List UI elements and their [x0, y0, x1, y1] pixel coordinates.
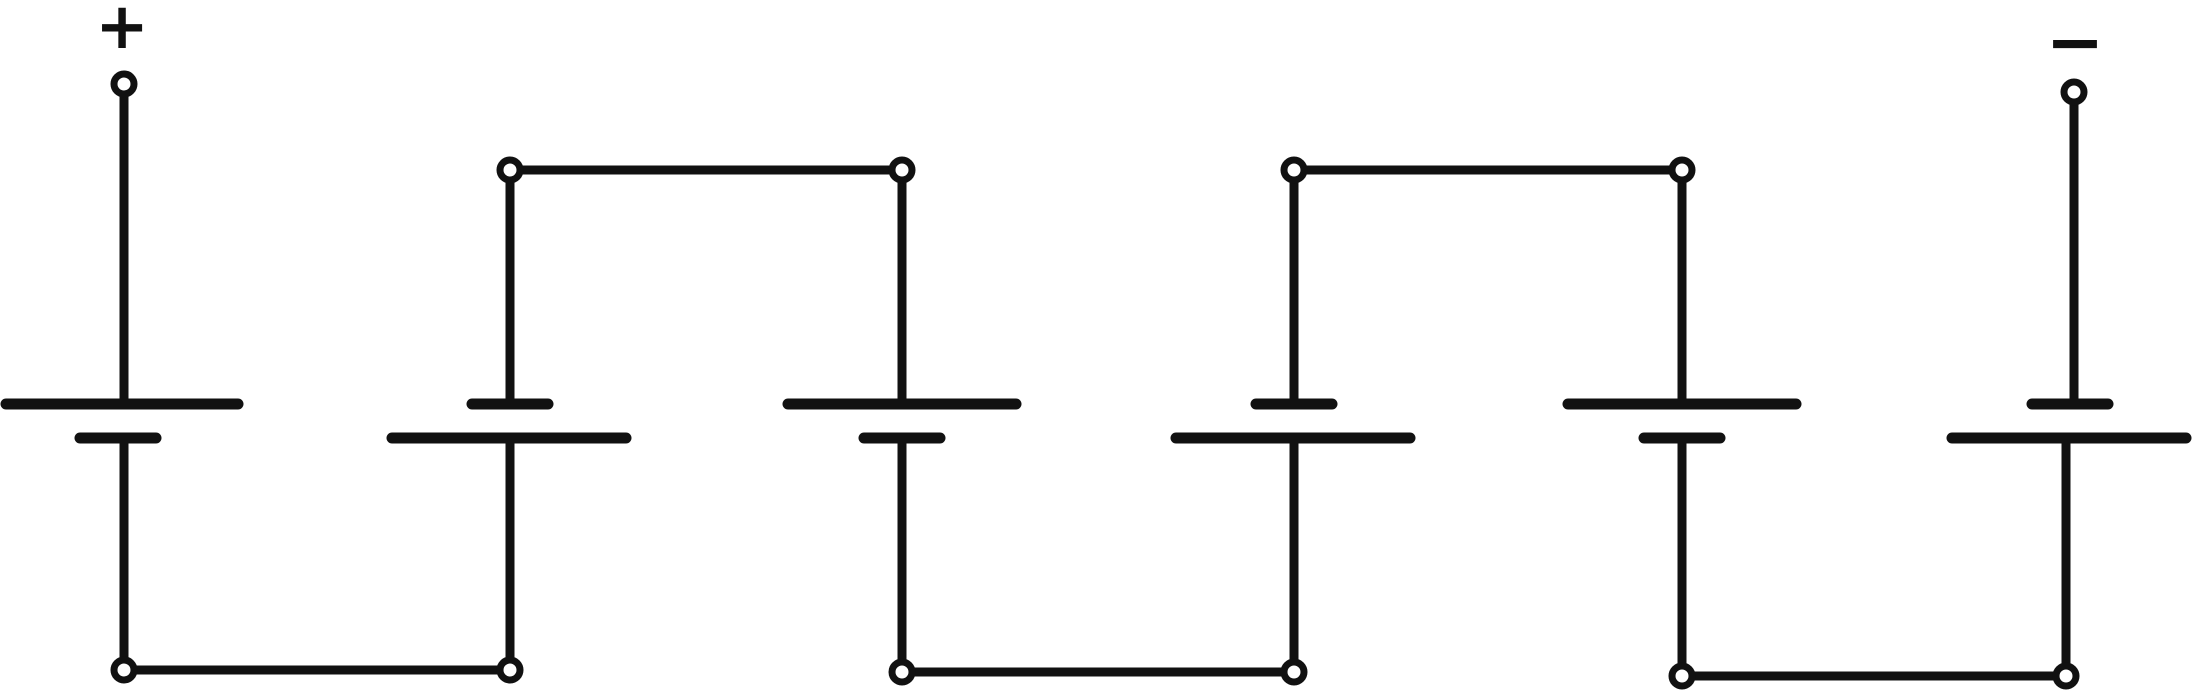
- junction-node: [496, 156, 524, 184]
- terminals: [110, 70, 2088, 106]
- junction-node: [496, 656, 524, 684]
- top-connector-1: [505, 165, 907, 409]
- junction-node: [888, 658, 916, 686]
- junction-node: [1280, 658, 1308, 686]
- positive-terminal-label: +: [95, 0, 149, 64]
- junction-node: [888, 156, 916, 184]
- junction-node: [110, 656, 138, 684]
- junction-node: [1668, 662, 1696, 690]
- top-connector-2: [1289, 165, 1687, 409]
- cells: [0, 398, 2192, 444]
- bottom-connector-2: [897, 435, 1299, 677]
- bottom-connector-1: [119, 435, 515, 675]
- battery-cell-3: [782, 398, 1022, 444]
- battery-cell-1: [0, 398, 244, 444]
- positive-terminal: [110, 70, 138, 98]
- junction-node: [1668, 156, 1696, 184]
- battery-cell-6: [1946, 398, 2192, 444]
- junction-node: [2052, 662, 2080, 690]
- junction-node: [1280, 156, 1308, 184]
- junctions: [110, 156, 2080, 690]
- battery-cell-5: [1562, 398, 1802, 444]
- wires: [119, 83, 2079, 681]
- battery-cell-2: [386, 398, 632, 444]
- negative-terminal: [2060, 78, 2088, 106]
- bottom-connector-3: [1677, 435, 2071, 681]
- battery-cell-4: [1170, 398, 1416, 444]
- negative-terminal-label: −: [2046, 1, 2105, 83]
